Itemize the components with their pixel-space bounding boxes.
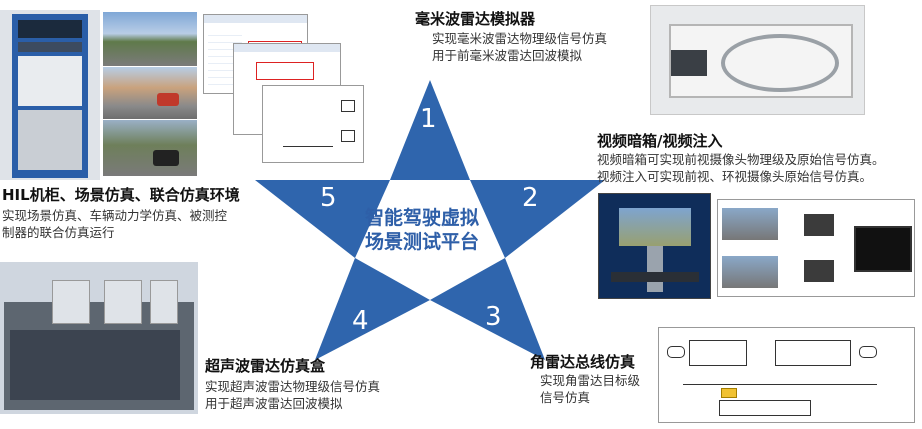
point-4-desc-line2: 用于超声波雷达回波模拟 [205, 396, 343, 411]
center-title-line1: 智能驾驶虚拟 [364, 207, 479, 229]
point-5-desc-line1: 实现场景仿真、车辆动力学仿真、被测控 [2, 208, 228, 223]
star-number-5: 5 [320, 183, 337, 213]
star-number-3: 3 [485, 302, 502, 332]
point-4-title: 超声波雷达仿真盒 [205, 357, 326, 375]
scene-sim-photo-1 [103, 12, 197, 66]
point-1-desc-line2: 用于前毫米波雷达回波模拟 [432, 48, 583, 63]
point-1-desc-line1: 实现毫米波雷达物理级信号仿真 [432, 31, 608, 46]
radar-simulator-photo [650, 5, 865, 115]
video-dark-box-photo [598, 193, 711, 299]
star-point-5 [255, 180, 390, 258]
star-point-3 [430, 258, 545, 360]
point-5-desc: 实现场景仿真、车辆动力学仿真、被测控 制器的联合仿真运行 [2, 207, 227, 241]
video-injection-diagram [717, 199, 915, 297]
point-2-desc-line2: 视频注入可实现前视、环视摄像头原始信号仿真。 [597, 169, 873, 184]
star-point-2 [470, 180, 605, 258]
star-point-1 [390, 80, 470, 180]
point-2-desc: 视频暗箱可实现前视摄像头物理级及原始信号仿真。 视频注入可实现前视、环视摄像头原… [597, 151, 885, 185]
point-3-desc-line1: 实现角雷达目标级 [540, 373, 641, 388]
point-5-title: HIL机柜、场景仿真、联合仿真环境 [2, 186, 240, 204]
star-number-1: 1 [420, 104, 437, 134]
center-title: 智能驾驶虚拟 场景测试平台 [348, 206, 496, 254]
point-2-desc-line1: 视频暗箱可实现前视摄像头物理级及原始信号仿真。 [597, 152, 885, 167]
center-title-line2: 场景测试平台 [364, 231, 479, 253]
star-number-2: 2 [522, 183, 539, 213]
point-1-title: 毫米波雷达模拟器 [415, 10, 536, 28]
point-3-desc: 实现角雷达目标级 信号仿真 [540, 372, 640, 406]
software-window-3 [262, 85, 364, 163]
scene-sim-photo-3 [103, 120, 197, 176]
point-4-desc-line1: 实现超声波雷达物理级信号仿真 [205, 379, 381, 394]
star-number-4: 4 [352, 306, 369, 336]
point-3-desc-line2: 信号仿真 [540, 390, 591, 405]
scene-sim-photo-2 [103, 67, 197, 119]
point-5-desc-line2: 制器的联合仿真运行 [2, 225, 115, 240]
corner-radar-bus-diagram [658, 327, 915, 423]
point-3-title: 角雷达总线仿真 [530, 353, 636, 371]
point-1-desc: 实现毫米波雷达物理级信号仿真 用于前毫米波雷达回波模拟 [432, 30, 607, 64]
ultrasonic-box-photo [0, 262, 198, 414]
star-point-4 [315, 258, 430, 360]
point-4-desc: 实现超声波雷达物理级信号仿真 用于超声波雷达回波模拟 [205, 378, 380, 412]
point-2-title: 视频暗箱/视频注入 [597, 132, 723, 150]
hil-cabinet-photo [0, 10, 100, 180]
